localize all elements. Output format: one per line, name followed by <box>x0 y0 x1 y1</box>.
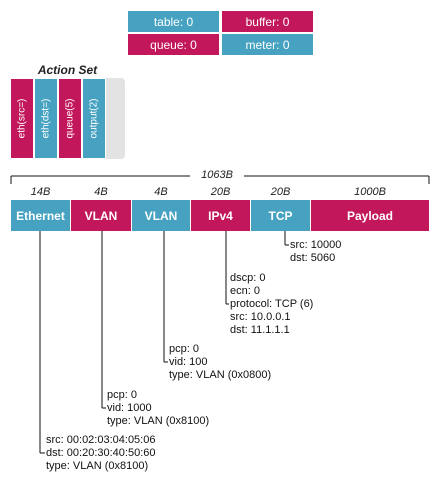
vlan2-pcp-field: pcp: 0 <box>169 343 199 355</box>
action-slot-4: output(2) <box>82 78 106 159</box>
vlan1-pcp-field: pcp: 0 <box>107 389 137 401</box>
payload-header: Payload <box>311 200 429 231</box>
buffer-counter-label: buffer: 0 <box>245 14 290 29</box>
header-label: Payload <box>346 208 394 223</box>
header-size-label: 20B <box>210 186 231 198</box>
total-size-label: 1063B <box>201 169 233 181</box>
queue-counter-label: queue: 0 <box>150 37 197 52</box>
tcp-header: TCP <box>251 200 310 231</box>
ipv4-src-field: src: 10.0.0.1 <box>230 311 291 323</box>
ipv4-ecn-field: ecn: 0 <box>230 285 260 297</box>
vlan1-vid-field: vid: 1000 <box>107 402 152 414</box>
ethernet-type-field: type: VLAN (0x8100) <box>46 460 149 472</box>
meter-counter: meter: 0 <box>222 34 313 55</box>
header-size-label: 4B <box>154 186 168 198</box>
tcp-src-field: src: 10000 <box>290 239 342 251</box>
header-label: VLAN <box>84 208 118 223</box>
ipv4-header: IPv4 <box>191 200 250 231</box>
action-slot-1: eth(src=) <box>10 78 34 159</box>
meter-counter-label: meter: 0 <box>245 37 290 52</box>
action-set-title: Action Set <box>37 63 98 77</box>
queue-counter: queue: 0 <box>128 34 219 55</box>
action-slot-3: queue(5) <box>58 78 82 159</box>
ipv4-protocol-field: protocol: TCP (6) <box>230 298 314 310</box>
header-size-label: 20B <box>270 186 291 198</box>
action-slot-2: eth(dst=) <box>34 78 58 159</box>
vlan1-type-field: type: VLAN (0x8100) <box>107 415 210 427</box>
table-counter-label: table: 0 <box>153 14 194 29</box>
header-label: Ethernet <box>16 208 65 223</box>
ethernet-header: Ethernet <box>11 200 70 231</box>
header-size-label: 4B <box>94 186 108 198</box>
ipv4-dst-field: dst: 11.1.1.1 <box>230 324 290 336</box>
vlan2-vid-field: vid: 100 <box>169 356 208 368</box>
table-counter: table: 0 <box>128 11 219 32</box>
action-set-panel: eth(src=) eth(dst=) queue(5) output(2) <box>10 78 125 159</box>
header-label: VLAN <box>144 208 178 223</box>
header-label: IPv4 <box>208 208 233 223</box>
vlan-header-1: VLAN <box>71 200 131 231</box>
vlan2-type-field: type: VLAN (0x0800) <box>169 369 272 381</box>
header-size-label: 1000B <box>354 186 386 198</box>
header-label: TCP <box>268 208 293 223</box>
header-size-label: 14B <box>30 186 51 198</box>
ethernet-dst-field: dst: 00:20:30:40:50:60 <box>46 447 156 459</box>
tcp-dst-field: dst: 5060 <box>290 252 336 264</box>
vlan-header-2: VLAN <box>132 200 190 231</box>
ethernet-src-field: src: 00:02:03:04:05:06 <box>46 434 156 446</box>
buffer-counter: buffer: 0 <box>222 11 313 32</box>
ipv4-dscp-field: dscp: 0 <box>230 272 266 284</box>
